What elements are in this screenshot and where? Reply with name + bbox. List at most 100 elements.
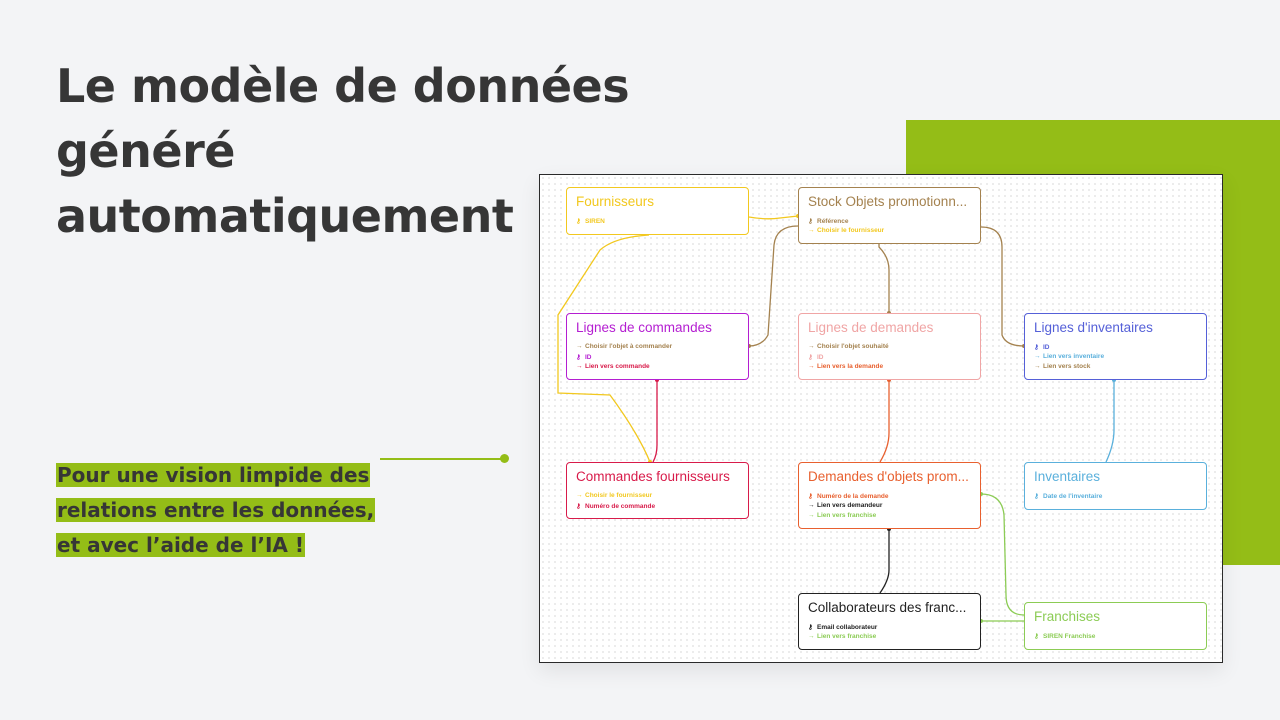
title-line-1: Le modèle de données: [56, 59, 630, 113]
field-label: Choisir le fournisseur: [817, 227, 885, 234]
table-field: ⚷ Numéro de la demande: [808, 492, 889, 500]
table-title: Stock Objets promotionn...: [808, 194, 968, 209]
arrow-icon: →: [808, 633, 815, 640]
subtitle-line-1: Pour une vision limpide des: [56, 463, 371, 487]
arrow-icon: →: [576, 363, 583, 370]
key-icon: ⚷: [576, 503, 581, 510]
table-node-inventaires[interactable]: Inventaires⚷Date de l'inventaire: [1024, 462, 1207, 510]
arrow-icon: →: [808, 502, 815, 509]
key-icon: ⚷: [1034, 344, 1039, 351]
table-node-lignes-d-inventaires[interactable]: Lignes d'inventaires⚷ID→Lien vers invent…: [1024, 313, 1207, 380]
table-node-franchises[interactable]: Franchises ⚷ SIREN Franchise: [1024, 602, 1207, 650]
relation-commandes-fournisseurs-to-fournisseurs: [557, 234, 651, 463]
field-label: Lien vers franchise: [817, 633, 877, 640]
table-field: ⚷ Email collaborateur: [808, 623, 877, 631]
field-label: Référence: [817, 218, 849, 225]
key-icon: ⚷: [808, 354, 813, 361]
table-field: →Choisir l'objet souhaité: [808, 343, 889, 350]
table-node-fournisseurs[interactable]: Fournisseurs ⚷ SIREN: [566, 187, 749, 235]
field-label: Numéro de la demande: [817, 493, 889, 500]
relation-lignes-d-inventaires-to-stock-objets-promotionn: [980, 226, 1025, 347]
title-line-2: généré: [56, 124, 235, 178]
table-node-commandes-fournisseurs[interactable]: Commandes fournisseurs →Choisir le fourni…: [566, 462, 749, 519]
table-field: ⚷ SIREN: [576, 217, 605, 225]
field-label: ID: [1043, 344, 1050, 351]
table-node-lignes-de-demandes[interactable]: Lignes de demandes→Choisir l'objet souha…: [798, 313, 981, 380]
field-label: Lien vers inventaire: [1043, 353, 1105, 360]
key-icon: ⚷: [576, 354, 581, 361]
key-icon: ⚷: [576, 218, 581, 225]
table-title: Franchises: [1034, 609, 1101, 624]
table-field: ⚷Date de l'inventaire: [1034, 492, 1102, 500]
key-icon: ⚷: [1034, 633, 1039, 640]
relation-lignes-de-demandes-to-stock-objets-promotionn: [878, 244, 890, 313]
relation-demandes-d-objets-prom-to-collaborateurs-des-franc: [879, 529, 890, 594]
table-title: Collaborateurs des franc...: [808, 600, 967, 615]
table-field: →Lien vers commande: [576, 363, 650, 370]
relation-lignes-de-demandes-to-demandes-d-objets-prom: [879, 380, 890, 463]
key-icon: ⚷: [808, 624, 813, 631]
field-label: ID: [585, 354, 592, 361]
relation-lignes-de-commandes-to-commandes-fournisseurs: [652, 380, 658, 463]
field-label: SIREN: [585, 218, 605, 225]
table-field: ⚷ SIREN Franchise: [1034, 632, 1095, 640]
page-title: Le modèle de données généré automatiquem…: [56, 54, 656, 249]
field-label: Numéro de commande: [585, 503, 656, 510]
arrow-icon: →: [808, 227, 815, 234]
table-node-lignes-de-commandes[interactable]: Lignes de commandes→Choisir l'objet à co…: [566, 313, 749, 380]
field-label: Lien vers la demande: [817, 363, 884, 370]
table-field: →Lien vers demandeur: [808, 502, 882, 509]
key-icon: ⚷: [808, 493, 813, 500]
subtitle-line-2: relations entre les données,: [56, 498, 376, 522]
field-label: Choisir l'objet à commander: [585, 343, 673, 350]
relation-lignes-d-inventaires-to-inventaires: [1105, 380, 1115, 463]
subtitle: Pour une vision limpide des relations en…: [56, 458, 376, 563]
callout-connector-line: [380, 458, 504, 460]
relation-lignes-de-commandes-to-stock-objets-promotionn: [748, 225, 799, 347]
relation-demandes-d-objets-prom-to-franchises: [980, 493, 1025, 616]
arrow-icon: →: [1034, 353, 1041, 360]
table-title: Lignes d'inventaires: [1034, 320, 1153, 335]
field-label: Choisir le fournisseur: [585, 492, 653, 499]
table-field: ⚷ ID: [1034, 343, 1050, 351]
relation-stock-objets-promotionn-to-fournisseurs: [748, 215, 799, 220]
field-label: Lien vers commande: [585, 363, 650, 370]
field-label: Lien vers franchise: [817, 512, 877, 519]
table-title: Lignes de commandes: [576, 320, 712, 335]
table-field: ⚷ Numéro de commande: [576, 502, 655, 510]
table-field: →Choisir le fournisseur: [808, 227, 884, 234]
data-model-diagram: Fournisseurs ⚷ SIREN Stock Objets promotion…: [539, 174, 1223, 663]
table-field: →Lien vers franchise: [808, 633, 876, 640]
table-field: ⚷ Référence: [808, 217, 848, 225]
relation-links: [557, 214, 1116, 623]
table-title: Commandes fournisseurs: [576, 469, 730, 484]
table-field: →Lien vers franchise: [808, 512, 876, 519]
arrow-icon: →: [808, 512, 815, 519]
table-node-stock-objets-promotionn[interactable]: Stock Objets promotionn...⚷Référence→Cho…: [798, 187, 981, 244]
field-label: Lien vers demandeur: [817, 502, 883, 509]
table-field: →Lien vers la demande: [808, 363, 883, 370]
key-icon: ⚷: [808, 218, 813, 225]
field-label: SIREN Franchise: [1043, 633, 1096, 640]
table-node-collaborateurs-des-franc[interactable]: Collaborateurs des franc... ⚷ Email collab…: [798, 593, 981, 650]
table-field: →Lien vers inventaire: [1034, 353, 1104, 360]
table-field: ⚷ ID: [576, 353, 592, 361]
table-field: →Choisir le fournisseur: [576, 492, 652, 499]
subtitle-line-3: et avec l’aide de l’IA !: [56, 533, 305, 557]
table-node-demandes-d-objets-prom[interactable]: Demandes d'objets prom...⚷Numéro de la d…: [798, 462, 981, 529]
table-field: →Choisir l'objet à commander: [576, 343, 672, 350]
table-title: Fournisseurs: [576, 194, 655, 209]
table-field: →Lien vers stock: [1034, 363, 1090, 370]
field-label: ID: [817, 354, 824, 361]
arrow-icon: →: [576, 492, 583, 499]
title-line-3: automatiquement: [56, 189, 514, 243]
arrow-icon: →: [1034, 363, 1041, 370]
table-title: Lignes de demandes: [808, 320, 934, 335]
arrow-icon: →: [808, 363, 815, 370]
field-label: Email collaborateur: [817, 624, 878, 631]
arrow-icon: →: [808, 343, 815, 350]
field-label: Date de l'inventaire: [1043, 493, 1103, 500]
field-label: Choisir l'objet souhaité: [817, 343, 889, 350]
callout-connector-dot: [500, 454, 509, 463]
table-field: ⚷ ID: [808, 353, 824, 361]
